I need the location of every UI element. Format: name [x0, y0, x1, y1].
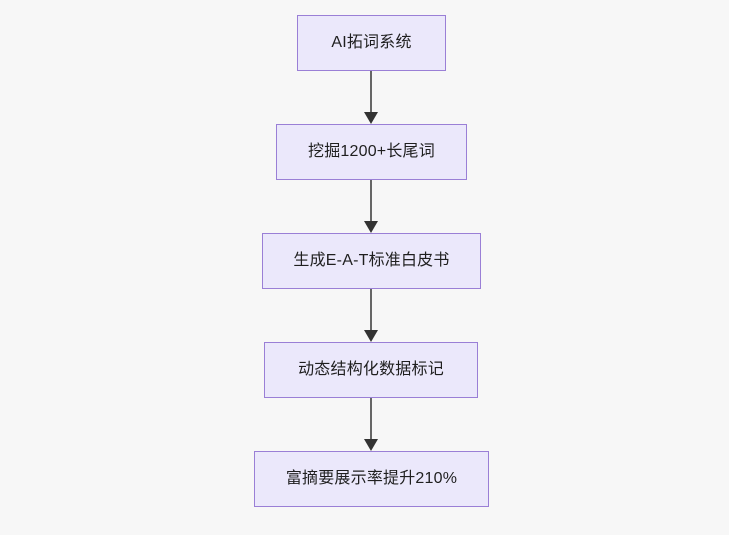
flowchart-node-3-label: 生成E-A-T标准白皮书 [293, 252, 450, 269]
flowchart-node-1[interactable]: AI拓词系统 [297, 15, 446, 71]
flowchart-node-5[interactable]: 富摘要展示率提升210% [254, 451, 489, 507]
flowchart-node-3[interactable]: 生成E-A-T标准白皮书 [262, 233, 481, 289]
flowchart-node-4-label: 动态结构化数据标记 [298, 361, 444, 378]
flowchart-node-2[interactable]: 挖掘1200+长尾词 [276, 124, 467, 180]
flowchart-arrow-2 [358, 180, 384, 233]
flowchart-arrow-4 [358, 398, 384, 451]
flowchart-node-5-label: 富摘要展示率提升210% [285, 470, 458, 487]
flowchart-node-2-label: 挖掘1200+长尾词 [308, 143, 435, 160]
flowchart-arrow-1 [358, 71, 384, 124]
flowchart-node-1-label: AI拓词系统 [331, 34, 412, 51]
flowchart-arrow-3 [358, 289, 384, 342]
flowchart-node-4[interactable]: 动态结构化数据标记 [264, 342, 478, 398]
